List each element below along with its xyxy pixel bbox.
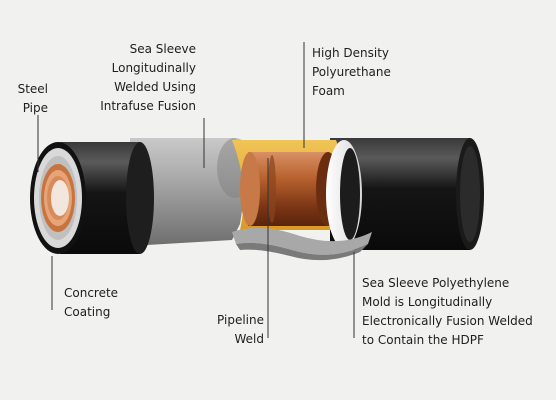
label-line: Longitudinally bbox=[111, 61, 196, 75]
label-steel-pipe: Steel Pipe bbox=[4, 80, 48, 118]
label-hdpu-foam: High Density Polyurethane Foam bbox=[312, 44, 391, 101]
steel-pipe-end-section bbox=[41, 164, 75, 232]
label-line: Welded Using bbox=[114, 80, 196, 94]
label-line: Pipe bbox=[22, 101, 48, 115]
label-line: to Contain the HDPF bbox=[362, 333, 484, 347]
sleeve-end-ring bbox=[326, 140, 362, 248]
label-line: Sea Sleeve Polyethylene bbox=[362, 276, 510, 290]
label-line: Foam bbox=[312, 84, 345, 98]
label-concrete-coating: Concrete Coating bbox=[64, 284, 118, 322]
label-line: Sea Sleeve bbox=[129, 42, 196, 56]
peeled-sleeve-flap bbox=[232, 227, 372, 261]
leader-lines bbox=[37, 42, 355, 338]
label-line: Concrete bbox=[64, 286, 119, 300]
label-line: Steel bbox=[17, 82, 48, 96]
label-line: Coating bbox=[64, 305, 111, 319]
label-line: Weld bbox=[234, 332, 265, 346]
label-line: Polyurethane bbox=[312, 65, 391, 79]
label-line: Intrafuse Fusion bbox=[100, 99, 196, 113]
steel-pipe-segment bbox=[240, 152, 340, 226]
label-line: High Density bbox=[312, 46, 390, 60]
label-line: Mold is Longitudinally bbox=[362, 295, 493, 309]
label-pipeline-weld: Pipeline Weld bbox=[200, 311, 264, 349]
label-sea-sleeve-mold: Sea Sleeve Polyethylene Mold is Longitud… bbox=[362, 274, 533, 350]
label-line: Electronically Fusion Welded bbox=[362, 314, 533, 328]
label-line: Pipeline bbox=[217, 313, 264, 327]
label-sea-sleeve-weld: Sea Sleeve Longitudinally Welded Using I… bbox=[86, 40, 196, 116]
